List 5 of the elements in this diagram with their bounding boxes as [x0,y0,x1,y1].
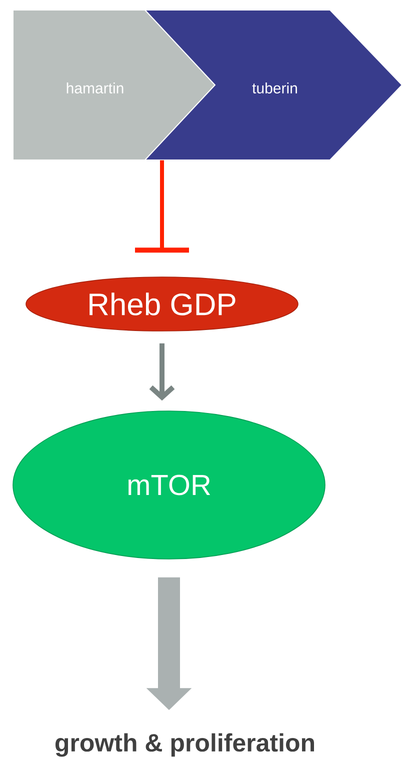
gene-chevron: hamartin [12,10,216,160]
gene-chevron: tuberin [144,10,403,160]
arrow [149,343,175,401]
outcome-label: growth & proliferation [55,733,314,757]
inhibition-line [135,160,189,253]
